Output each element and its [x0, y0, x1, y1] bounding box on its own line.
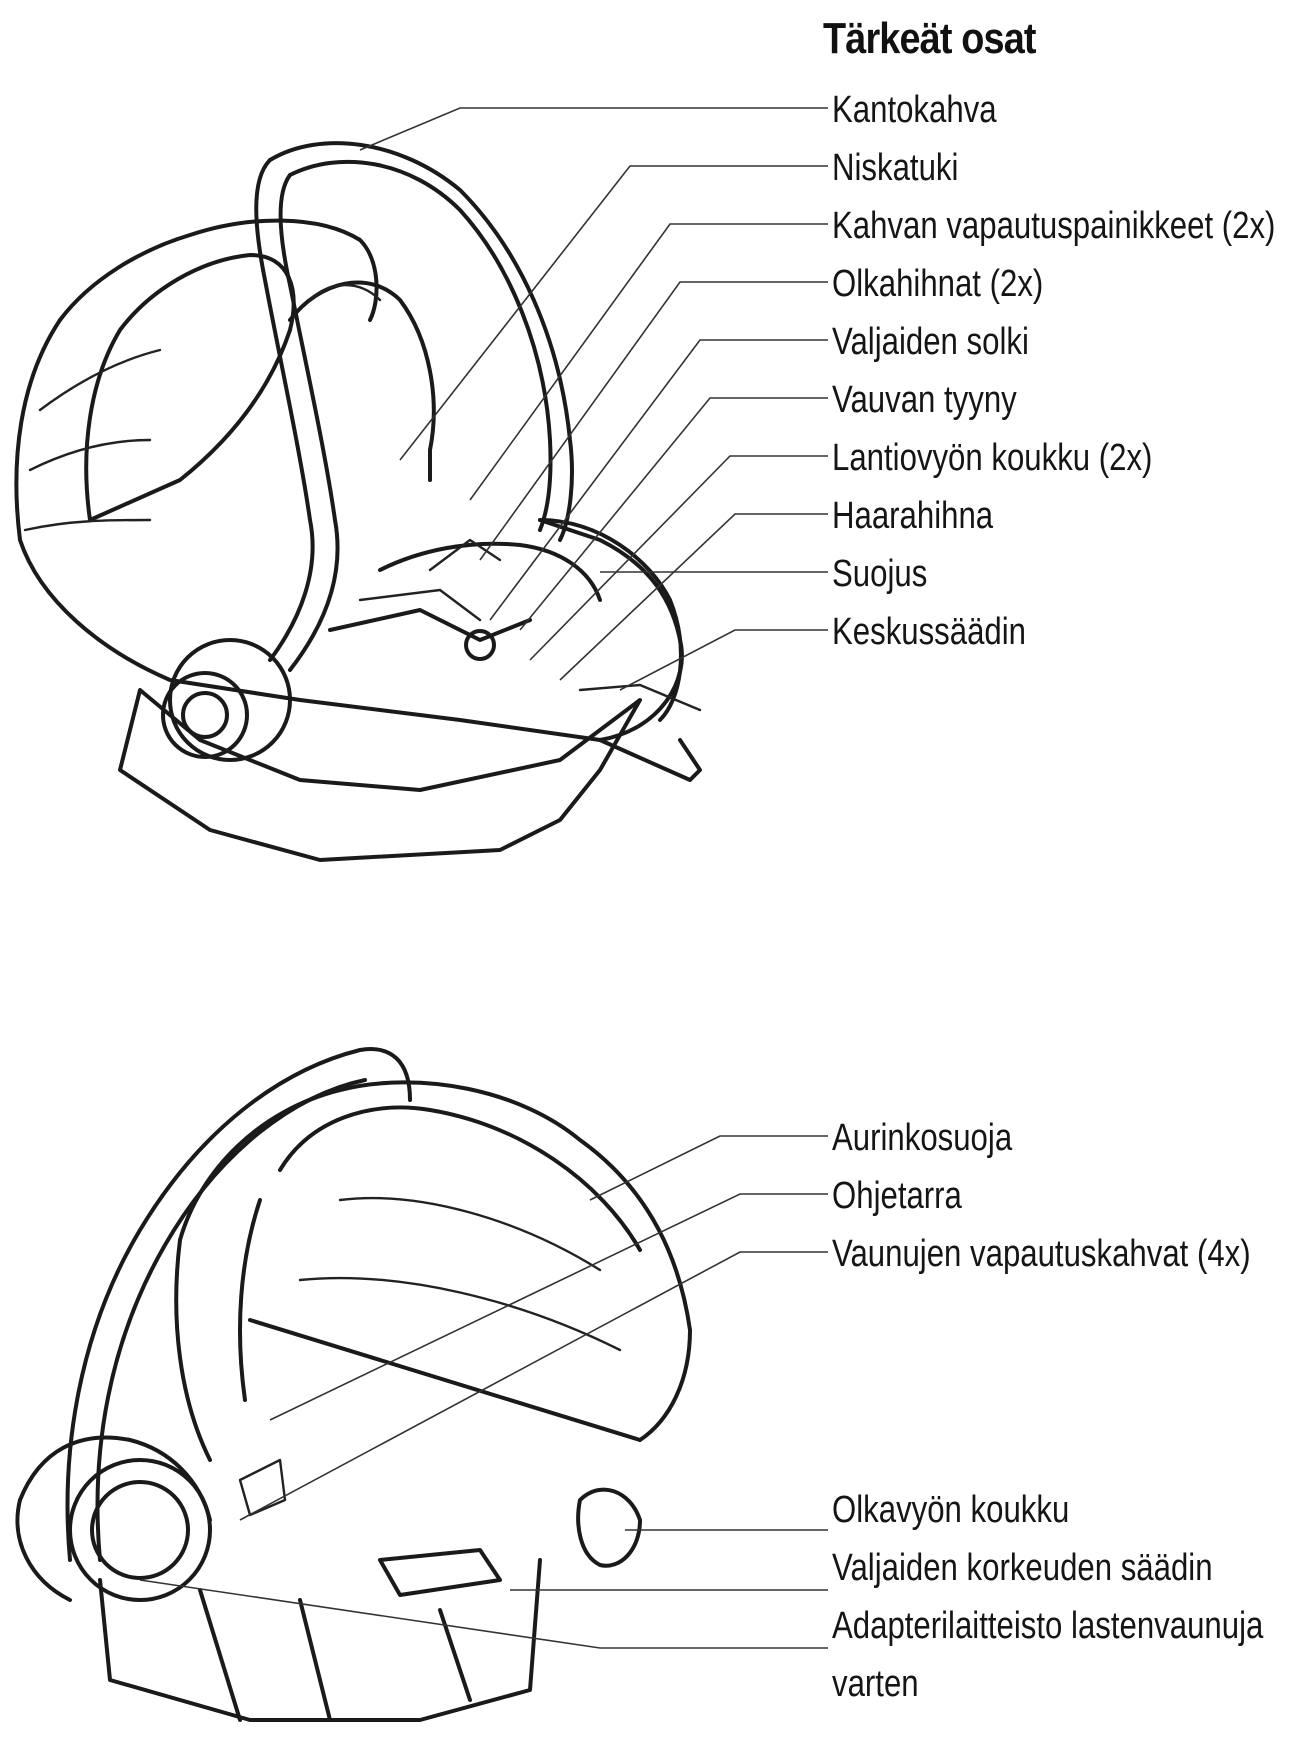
label-valjaiden-solki: Valjaiden solki	[832, 321, 1029, 363]
label-vaunujen-vapautuskahvat: Vaunujen vapautuskahvat (4x)	[832, 1233, 1251, 1275]
label-haarahihna: Haarahihna	[832, 495, 994, 537]
label-kantokahva: Kantokahva	[832, 89, 997, 131]
label-valjaiden-korkeuden-saadin: Valjaiden korkeuden säädin	[832, 1547, 1213, 1589]
car-seat-front-illustration	[14, 141, 702, 862]
leader-lines-bottom	[139, 1135, 828, 1649]
label-ohjetarra: Ohjetarra	[832, 1175, 962, 1217]
label-adapterilaitteisto: Adapterilaitteisto lastenvaunuja	[832, 1605, 1264, 1647]
label-vauvan-tyyny: Vauvan tyyny	[832, 379, 1017, 421]
label-kahvan-vapautus: Kahvan vapautuspainikkeet (2x)	[832, 205, 1276, 247]
label-olkahihnat: Olkahihnat (2x)	[832, 263, 1044, 305]
label-niskatuki: Niskatuki	[832, 147, 959, 189]
label-suojus: Suojus	[832, 553, 928, 595]
page-title: Tärkeät osat	[823, 14, 1036, 63]
car-seat-rear-illustration	[15, 1047, 692, 1722]
label-aurinkosuoja: Aurinkosuoja	[832, 1117, 1013, 1159]
label-varten: varten	[832, 1663, 919, 1705]
label-keskussaadin: Keskussäädin	[832, 611, 1027, 653]
leader-lines-top	[359, 107, 828, 691]
label-lantiovyon-koukku: Lantiovyön koukku (2x)	[832, 437, 1153, 479]
label-olkavyon-koukku: Olkavyön koukku	[832, 1489, 1070, 1531]
